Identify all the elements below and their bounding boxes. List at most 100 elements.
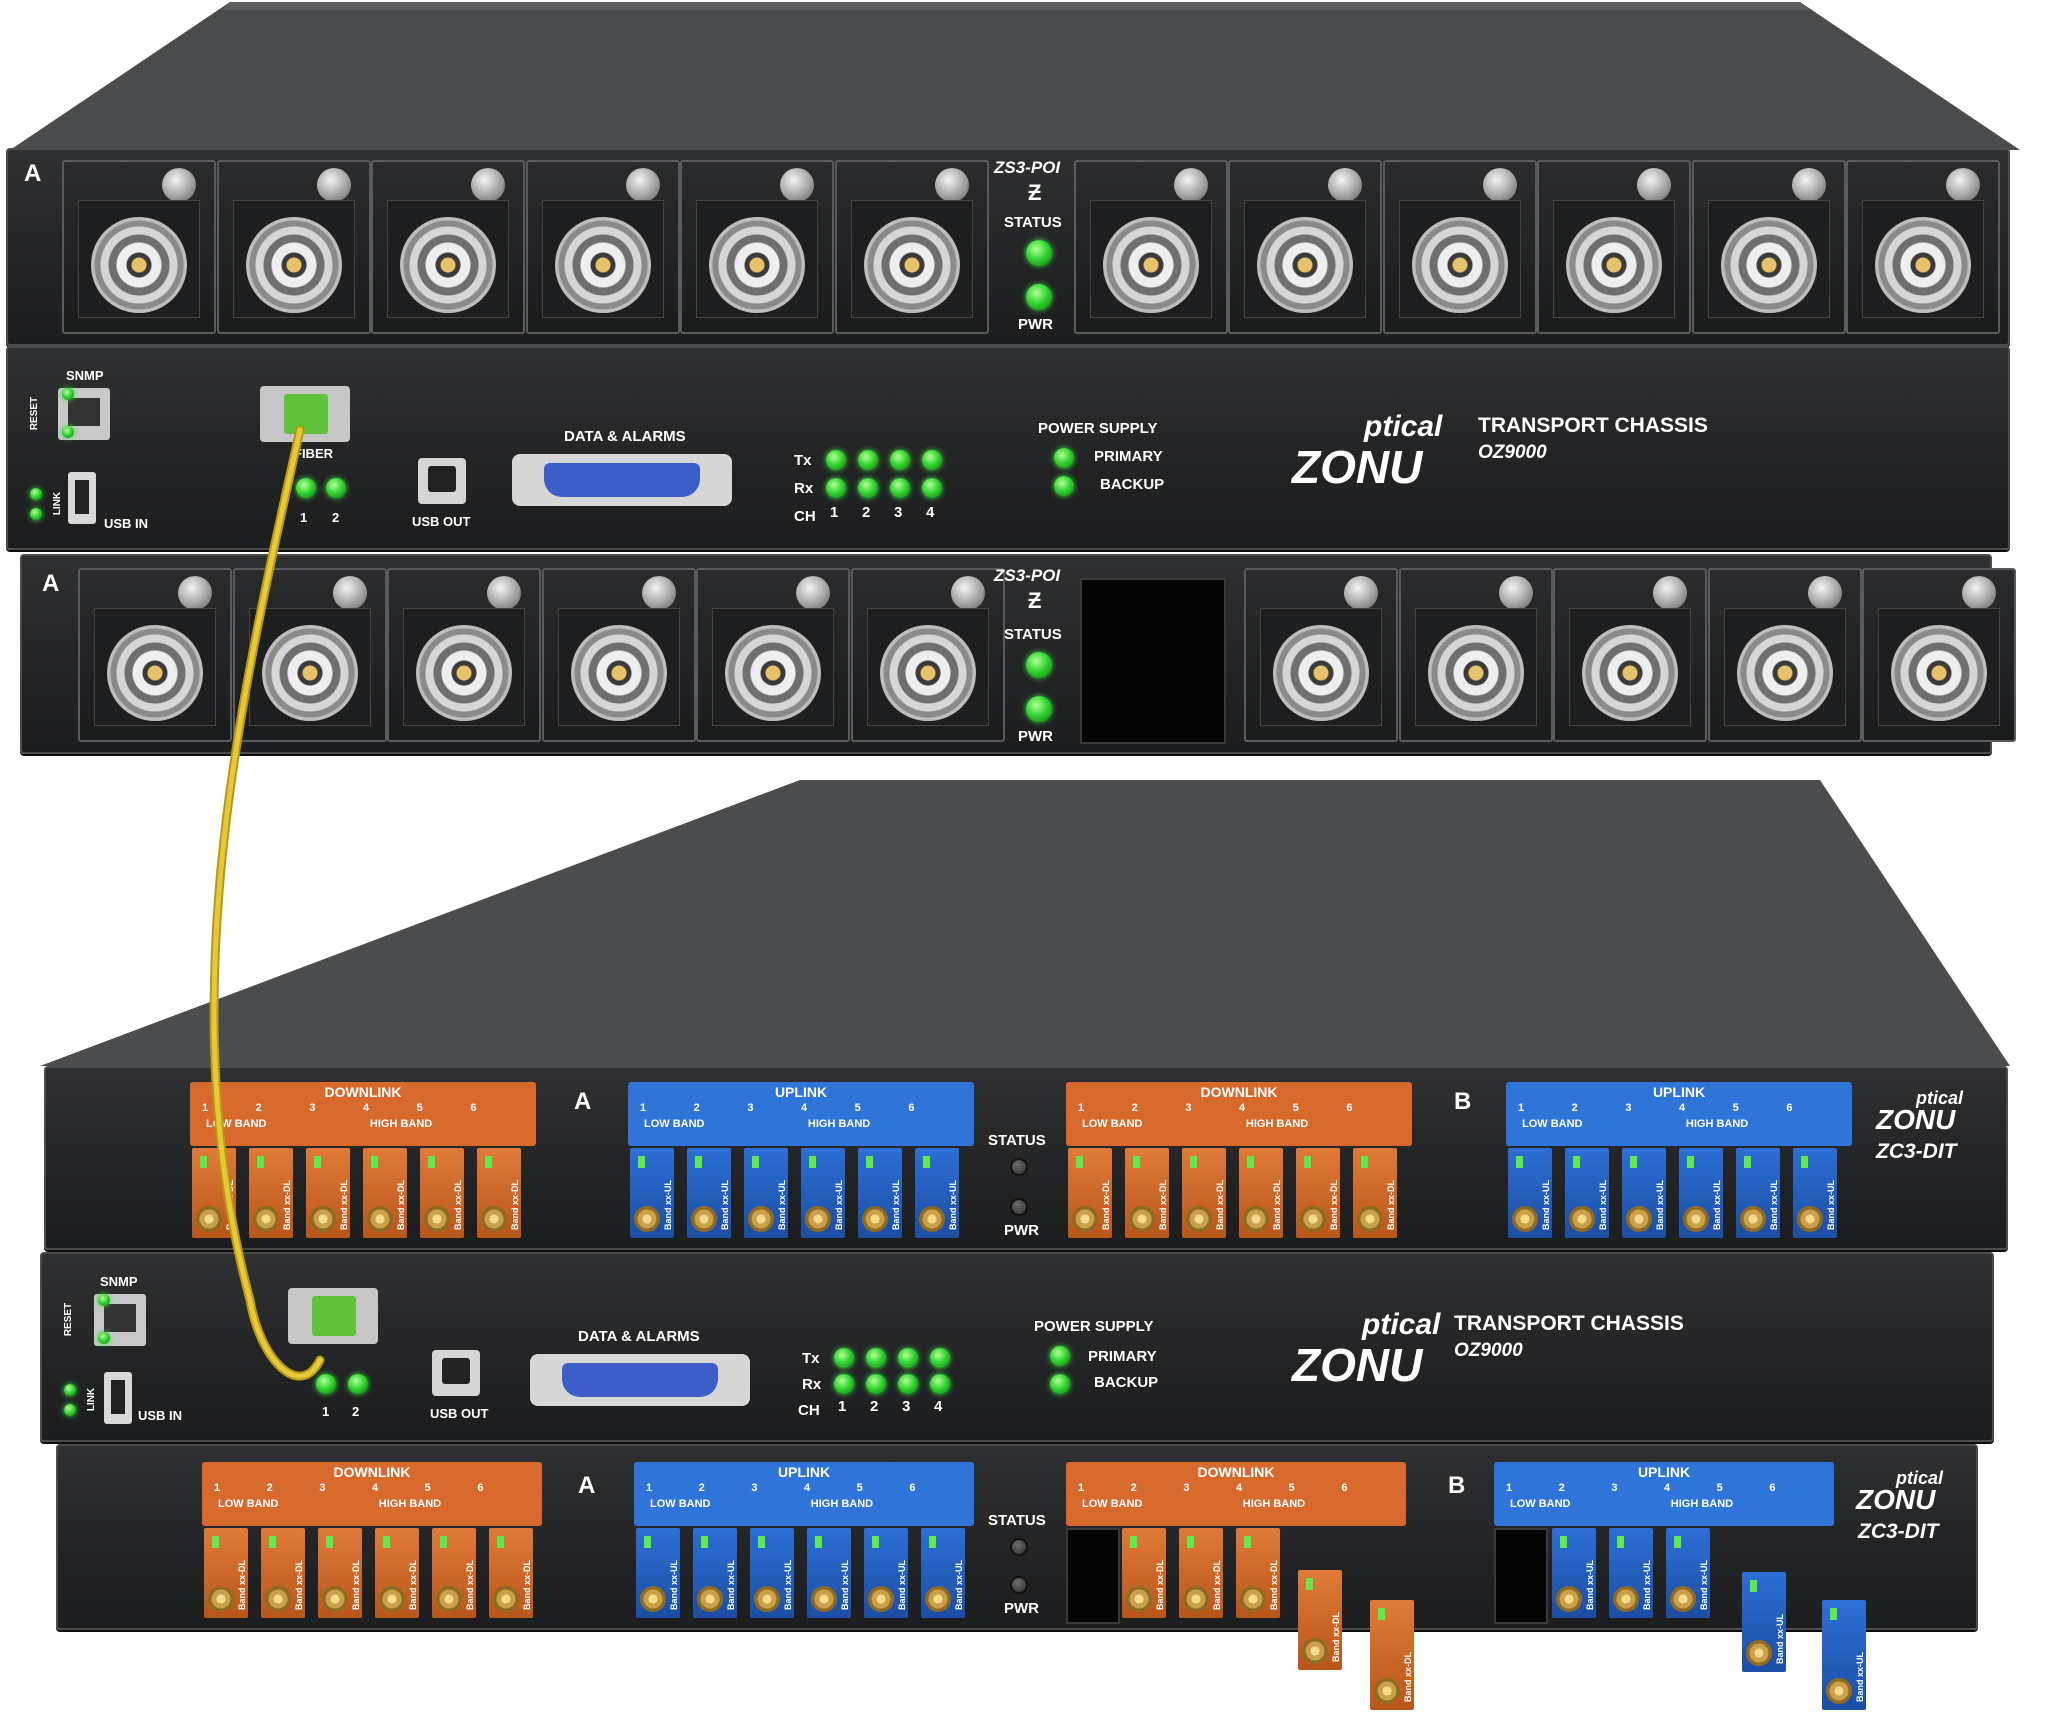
n-type-connector[interactable] <box>1582 624 1678 721</box>
thumbscrew-icon[interactable] <box>1792 168 1826 202</box>
uplink-module[interactable]: Band xx-UL <box>1622 1148 1666 1238</box>
sma-connector[interactable] <box>1569 1206 1595 1232</box>
downlink-module[interactable]: Band xx-DL <box>420 1148 464 1238</box>
downlink-module[interactable]: Band xx-DL <box>1239 1148 1283 1238</box>
uplink-module[interactable]: Band xx-UL <box>636 1528 680 1618</box>
downlink-module[interactable]: Band xx-DL <box>306 1148 350 1238</box>
n-type-connector[interactable] <box>1891 624 1987 721</box>
downlink-module[interactable]: Band xx-DL <box>1182 1148 1226 1238</box>
downlink-module[interactable]: Band xx-DL <box>489 1528 533 1618</box>
n-type-connector[interactable] <box>400 216 496 313</box>
sma-connector[interactable] <box>265 1586 291 1612</box>
sma-connector[interactable] <box>691 1206 717 1232</box>
downlink-module[interactable]: Band xx-DL <box>1296 1148 1340 1238</box>
thumbscrew-icon[interactable] <box>951 576 985 610</box>
sma-connector[interactable] <box>322 1586 348 1612</box>
downlink-module[interactable]: Band xx-DL <box>1353 1148 1397 1238</box>
sma-connector[interactable] <box>1183 1586 1209 1612</box>
thumbscrew-icon[interactable] <box>1328 168 1362 202</box>
thumbscrew-icon[interactable] <box>1653 576 1687 610</box>
sma-connector[interactable] <box>1740 1206 1766 1232</box>
sma-connector[interactable] <box>1357 1206 1383 1232</box>
thumbscrew-icon[interactable] <box>1344 576 1378 610</box>
sma-connector[interactable] <box>754 1586 780 1612</box>
thumbscrew-icon[interactable] <box>1946 168 1980 202</box>
n-type-connector[interactable] <box>262 624 358 721</box>
sma-connector[interactable] <box>1797 1206 1823 1232</box>
thumbscrew-icon[interactable] <box>642 576 676 610</box>
uplink-module-pulled[interactable]: Band xx-UL <box>1822 1600 1866 1710</box>
sma-connector[interactable] <box>919 1206 945 1232</box>
uplink-module[interactable]: Band xx-UL <box>864 1528 908 1618</box>
sma-connector[interactable] <box>253 1206 279 1232</box>
usb-out-port[interactable] <box>418 458 466 504</box>
n-type-connector[interactable] <box>107 624 203 721</box>
sma-connector[interactable] <box>196 1206 222 1232</box>
uplink-module[interactable]: Band xx-UL <box>693 1528 737 1618</box>
fiber-adapter[interactable] <box>288 1288 378 1344</box>
fiber-adapter[interactable] <box>260 386 350 442</box>
downlink-module[interactable]: Band xx-DL <box>261 1528 305 1618</box>
n-type-connector[interactable] <box>1103 216 1199 313</box>
n-type-connector[interactable] <box>1721 216 1817 313</box>
uplink-module[interactable]: Band xx-UL <box>1666 1528 1710 1618</box>
thumbscrew-icon[interactable] <box>178 576 212 610</box>
downlink-module[interactable]: Band xx-DL <box>363 1148 407 1238</box>
uplink-module[interactable]: Band xx-UL <box>858 1148 902 1238</box>
thumbscrew-icon[interactable] <box>1174 168 1208 202</box>
uplink-module[interactable]: Band xx-UL <box>921 1528 965 1618</box>
sma-connector[interactable] <box>1300 1206 1326 1232</box>
downlink-module[interactable]: Band xx-DL <box>1122 1528 1166 1618</box>
sma-connector[interactable] <box>1186 1206 1212 1232</box>
thumbscrew-icon[interactable] <box>471 168 505 202</box>
uplink-module-pulled[interactable]: Band xx-UL <box>1742 1572 1786 1672</box>
uplink-module[interactable]: Band xx-UL <box>1565 1148 1609 1238</box>
thumbscrew-icon[interactable] <box>1483 168 1517 202</box>
thumbscrew-icon[interactable] <box>1808 576 1842 610</box>
thumbscrew-icon[interactable] <box>1637 168 1671 202</box>
sma-connector[interactable] <box>436 1586 462 1612</box>
uplink-module[interactable]: Band xx-UL <box>915 1148 959 1238</box>
sma-connector[interactable] <box>640 1586 666 1612</box>
uplink-module[interactable]: Band xx-UL <box>630 1148 674 1238</box>
thumbscrew-icon[interactable] <box>333 576 367 610</box>
downlink-module-pulled[interactable]: Band xx-DL <box>1370 1600 1414 1710</box>
usb-out-port[interactable] <box>432 1350 480 1396</box>
sma-connector[interactable] <box>1556 1586 1582 1612</box>
thumbscrew-icon[interactable] <box>780 168 814 202</box>
uplink-module[interactable]: Band xx-UL <box>1736 1148 1780 1238</box>
uplink-module[interactable]: Band xx-UL <box>1679 1148 1723 1238</box>
sma-connector[interactable] <box>1626 1206 1652 1232</box>
data-alarms-db25-port[interactable] <box>530 1354 750 1406</box>
data-alarms-db25-port[interactable] <box>512 454 732 506</box>
n-type-connector[interactable] <box>880 624 976 721</box>
n-type-connector[interactable] <box>571 624 667 721</box>
n-type-connector[interactable] <box>1257 216 1353 313</box>
n-type-connector[interactable] <box>1737 624 1833 721</box>
downlink-module[interactable]: Band xx-DL <box>432 1528 476 1618</box>
sma-connector[interactable] <box>634 1206 660 1232</box>
sma-connector[interactable] <box>1683 1206 1709 1232</box>
uplink-module[interactable]: Band xx-UL <box>807 1528 851 1618</box>
n-type-connector[interactable] <box>725 624 821 721</box>
n-type-connector[interactable] <box>1412 216 1508 313</box>
n-type-connector[interactable] <box>91 216 187 313</box>
sma-connector[interactable] <box>424 1206 450 1232</box>
thumbscrew-icon[interactable] <box>317 168 351 202</box>
uplink-module[interactable]: Band xx-UL <box>1793 1148 1837 1238</box>
uplink-module[interactable]: Band xx-UL <box>1609 1528 1653 1618</box>
downlink-module[interactable]: Band xx-DL <box>204 1528 248 1618</box>
uplink-module[interactable]: Band xx-UL <box>1508 1148 1552 1238</box>
downlink-module[interactable]: Band xx-DL <box>477 1148 521 1238</box>
sma-connector[interactable] <box>868 1586 894 1612</box>
sma-connector[interactable] <box>1512 1206 1538 1232</box>
thumbscrew-icon[interactable] <box>487 576 521 610</box>
thumbscrew-icon[interactable] <box>796 576 830 610</box>
sma-connector[interactable] <box>1072 1206 1098 1232</box>
downlink-module[interactable]: Band xx-DL <box>1236 1528 1280 1618</box>
thumbscrew-icon[interactable] <box>626 168 660 202</box>
uplink-module[interactable]: Band xx-UL <box>1552 1528 1596 1618</box>
n-type-connector[interactable] <box>1875 216 1971 313</box>
downlink-module[interactable]: Band xx-DL <box>1179 1528 1223 1618</box>
n-type-connector[interactable] <box>416 624 512 721</box>
